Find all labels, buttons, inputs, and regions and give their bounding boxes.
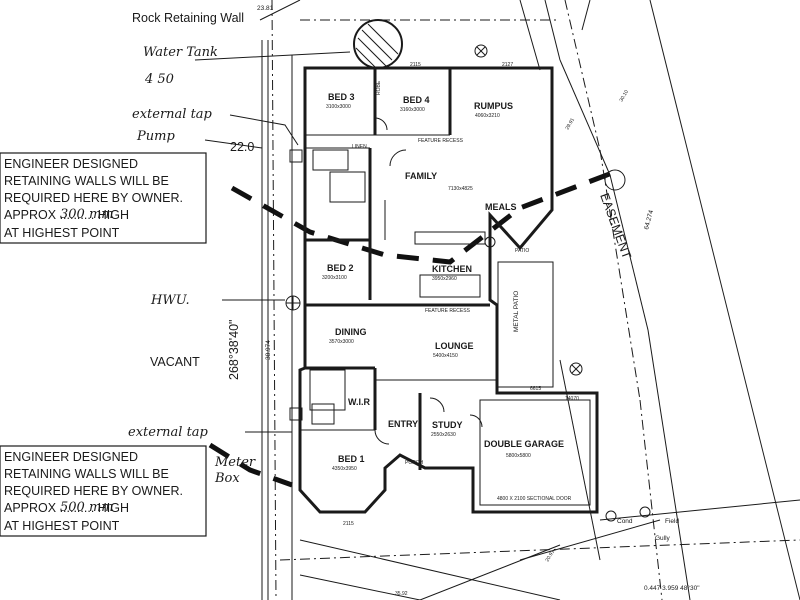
room-bed1-size: 4350x3950 xyxy=(332,466,357,472)
room-entry: ENTRY xyxy=(388,419,418,429)
dim-2127-top: 2127 xyxy=(502,62,513,68)
water-tank-sub-label: 4 50 xyxy=(144,72,174,87)
retaining-wall-dashed-lines xyxy=(208,167,621,488)
dim-2115-top: 2115 xyxy=(410,62,421,68)
room-lounge-size: 5400x4150 xyxy=(433,353,458,359)
water-tank-symbol xyxy=(353,19,403,69)
room-bed2: BED 2 xyxy=(327,263,354,273)
service-symbols xyxy=(285,44,651,522)
west-distance-label: 38.974 xyxy=(265,340,272,360)
engineer-note-top: ENGINEER DESIGNED RETAINING WALLS WILL B… xyxy=(0,152,207,244)
pump-label: Pump xyxy=(136,129,175,144)
feature-recess-bottom-label: FEATURE RECESS xyxy=(425,308,471,314)
house-walls xyxy=(298,66,599,514)
engineer-note-top-line5: AT HIGHEST POINT xyxy=(4,226,120,240)
east-distance-label: 64.274 xyxy=(643,209,655,230)
engineer-note-bottom-line4: APPROX .......... HIGH xyxy=(4,501,129,515)
room-double-garage-size: 5800x5800 xyxy=(506,453,531,459)
site-boundary-lines xyxy=(259,0,800,600)
engineer-note-bottom-line5: AT HIGHEST POINT xyxy=(4,519,120,533)
rock-retaining-wall-label: Rock Retaining Wall xyxy=(132,11,244,25)
room-bed2-size: 3200x3100 xyxy=(322,275,347,281)
dim-2115-bottom: 2115 xyxy=(343,521,354,527)
annotation-leader-lines xyxy=(194,51,351,433)
engineer-note-top-line4: APPROX .......... HIGH xyxy=(4,208,129,222)
room-family-size: 7130x4825 xyxy=(448,186,473,192)
engineer-note-bottom-handwritten: 500 mm xyxy=(60,500,114,515)
engineer-note-bottom-line3: REQUIRED HERE BY OWNER. xyxy=(4,484,183,498)
meter-box-label-line1: Meter xyxy=(214,455,256,470)
robe-label: ROBE xyxy=(376,80,382,95)
room-bed3-size: 3100x3000 xyxy=(326,104,351,110)
dim-35-92: 35.92 xyxy=(395,591,408,597)
metal-patio-label: METAL PATIO xyxy=(513,291,520,332)
field-gully-label-line2: Gully xyxy=(655,535,671,542)
dim-top-label: 23.81 xyxy=(257,5,274,12)
vacant-label: VACANT xyxy=(150,355,200,369)
room-kitchen-size: 3950x2960 xyxy=(432,276,457,282)
hwu-label: HWU. xyxy=(150,293,190,308)
room-kitchen: KITCHEN xyxy=(432,264,472,274)
room-double-garage: DOUBLE GARAGE xyxy=(484,439,564,449)
room-meals: MEALS xyxy=(485,202,517,212)
engineer-note-top-line3: REQUIRED HERE BY OWNER. xyxy=(4,191,183,205)
pump-value-label: 22.0 xyxy=(230,140,254,154)
dim-20-91: 20.91 xyxy=(545,549,557,563)
engineer-note-top-line1: ENGINEER DESIGNED xyxy=(4,157,138,171)
room-study-size: 2550x2630 xyxy=(431,432,456,438)
south-bearing-label: 0.447 3.959 48°30" xyxy=(644,584,700,592)
patio-label: PATIO xyxy=(515,248,529,254)
engineer-note-top-box xyxy=(0,152,207,244)
feature-recess-top-label: FEATURE RECESS xyxy=(418,138,464,144)
room-porch: PORCH xyxy=(405,460,423,466)
cond-label: Cond xyxy=(617,518,633,525)
room-study: STUDY xyxy=(432,420,463,430)
engineer-note-bottom: ENGINEER DESIGNED RETAINING WALLS WILL B… xyxy=(0,445,207,537)
room-dining-size: 3570x3000 xyxy=(329,339,354,345)
room-bed4: BED 4 xyxy=(403,95,430,105)
engineer-note-bottom-box xyxy=(0,445,207,537)
engineer-note-bottom-line1: ENGINEER DESIGNED xyxy=(4,450,138,464)
room-rumpus-size: 4060x3210 xyxy=(475,113,500,119)
external-tap-bottom-label: external tap xyxy=(128,425,209,440)
dim-29-91: 29.91 xyxy=(565,117,577,131)
meter-box-label-line2: Box xyxy=(214,471,240,486)
room-family: FAMILY xyxy=(405,171,437,181)
engineer-note-top-handwritten: 300 mm xyxy=(60,207,114,222)
linen-label: LINEN xyxy=(352,144,367,150)
dim-30-10: 30.10 xyxy=(619,89,631,103)
dim-6615: 6615 xyxy=(530,386,541,392)
west-bearing-label: 268°38'40" xyxy=(227,320,241,381)
room-bed1: BED 1 xyxy=(338,454,365,464)
external-tap-top-label: external tap xyxy=(132,107,213,122)
room-rumpus: RUMPUS xyxy=(474,101,513,111)
engineer-note-bottom-line2: RETAINING WALLS WILL BE xyxy=(4,467,169,481)
water-tank-label: Water Tank xyxy=(143,45,218,60)
room-bed4-size: 3160x3000 xyxy=(400,107,425,113)
room-bed3: BED 3 xyxy=(328,92,355,102)
engineer-note-top-line2: RETAINING WALLS WILL BE xyxy=(4,174,169,188)
room-lounge: LOUNGE xyxy=(435,341,474,351)
garage-door-label: 4800 X 2100 SECTIONAL DOOR xyxy=(497,496,572,502)
dim-14070: 14070 xyxy=(565,396,579,402)
room-dining: DINING xyxy=(335,327,367,337)
room-wir: W.I.R xyxy=(348,397,370,407)
field-gully-label-line1: Field xyxy=(665,518,679,525)
